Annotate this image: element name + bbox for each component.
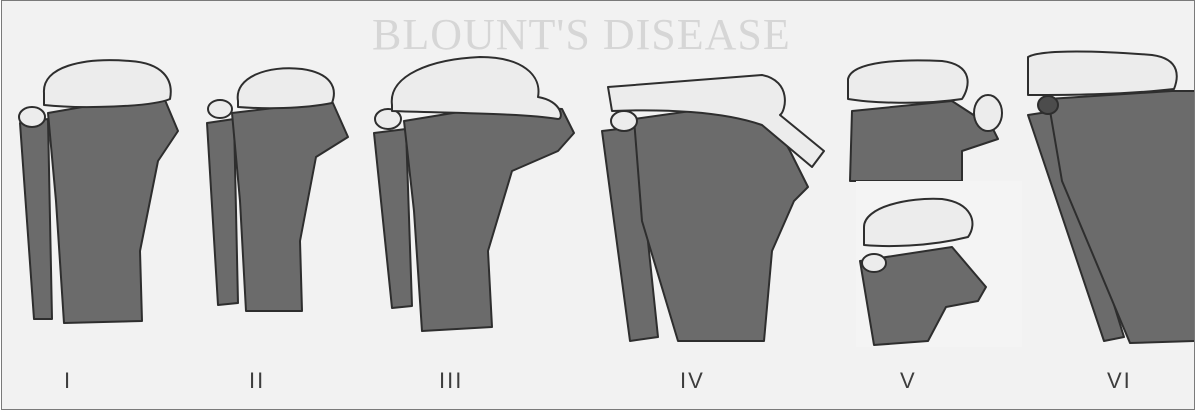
tibia — [48, 93, 178, 323]
stage-label-2: II — [249, 368, 265, 394]
fibular-head — [1038, 96, 1058, 114]
stage-label-3: III — [439, 368, 463, 394]
fibular-head — [19, 107, 45, 127]
stage-label-5: V — [900, 368, 917, 394]
stage-label-4: IV — [680, 368, 705, 394]
epiphysis — [848, 60, 968, 102]
stage-label-1: I — [64, 368, 72, 394]
fibula — [207, 119, 238, 305]
epiphysis — [1028, 52, 1177, 96]
epiphysis — [238, 68, 334, 108]
stage-2-drawing — [207, 68, 348, 311]
fibula — [374, 129, 412, 308]
stage-1-drawing — [19, 60, 178, 323]
tibia — [232, 101, 348, 311]
epiphysis — [392, 57, 561, 119]
stage-3-drawing — [374, 57, 574, 331]
epiphysis-fragment — [974, 95, 1002, 131]
fibular-head — [611, 111, 637, 131]
fibula — [20, 119, 52, 319]
fibular-head — [208, 100, 232, 118]
tibia — [404, 105, 574, 331]
fibular-head — [862, 254, 886, 272]
epiphysis — [44, 60, 171, 107]
stage-4-drawing — [602, 75, 824, 341]
stage-6-drawing — [1028, 52, 1195, 344]
stage-label-6: VI — [1107, 368, 1132, 394]
stage-5-upper-drawing — [848, 60, 1002, 181]
